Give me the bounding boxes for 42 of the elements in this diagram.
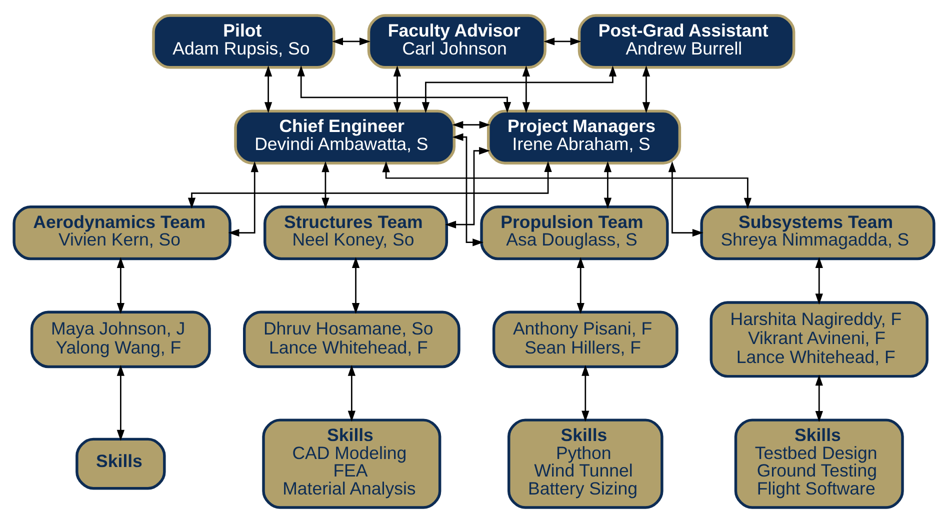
arrow — [332, 38, 370, 46]
arrow — [348, 364, 356, 422]
arrow — [393, 66, 402, 114]
arrow — [604, 161, 612, 209]
node-box: Aerodynamics Team Vivien Kern, So — [12, 205, 232, 260]
arrow — [352, 257, 360, 314]
node-box: Structures Team Neel Koney, So — [264, 205, 448, 260]
arrow — [544, 38, 582, 46]
arrow — [642, 66, 650, 114]
arrow — [522, 66, 530, 114]
node-box: Pilot Adam Rupsis, So — [152, 14, 336, 69]
arrow — [422, 66, 617, 114]
node-box: Skills — [76, 438, 166, 490]
arrow — [452, 120, 490, 129]
node-box: Propulsion Team Asa Douglass, S — [480, 205, 669, 260]
arrow — [445, 146, 490, 228]
arrow — [815, 257, 823, 305]
arrow — [322, 161, 330, 209]
arrow — [188, 161, 552, 209]
node-box: Skills Testbed Design Ground Testing Flight Software — [734, 418, 904, 509]
node-box: Dhruv Hosamane, So Lance Whitehead, F — [243, 310, 460, 368]
arrow — [668, 161, 704, 237]
node-box: Skills Python Wind Tunnel Battery Sizing — [507, 418, 664, 509]
node-box: Anthony Pisani, F Sean Hillers, F — [492, 310, 678, 368]
arrow — [264, 66, 272, 114]
arrow — [116, 257, 124, 314]
node-box: Harshita Nagireddy, F Vikrant Avineni, F Lance Whitehead, F — [710, 301, 928, 378]
arrow — [297, 65, 512, 113]
node-box: Faculty Advisor Carl Johnson — [367, 14, 546, 69]
arrow — [582, 364, 590, 422]
arrow — [382, 161, 752, 209]
node-box: Project Managers Irene Abraham, S — [486, 110, 682, 164]
node-box: Chief Engineer Devindi Ambawatta, S — [234, 110, 456, 164]
node-box: Post-Grad Assistant Andrew Burrell — [578, 14, 796, 69]
arrow — [815, 374, 823, 422]
node-box: Subsystems Team Shreya Nimmagadda, S — [700, 205, 936, 260]
arrow — [576, 257, 584, 314]
node-box: Skills CAD Modeling FEA Material Analysis — [262, 418, 442, 509]
arrow — [228, 161, 258, 237]
node-box: Maya Johnson, J Yalong Wang, F — [30, 310, 211, 368]
arrow — [452, 133, 484, 246]
arrow — [116, 364, 124, 441]
